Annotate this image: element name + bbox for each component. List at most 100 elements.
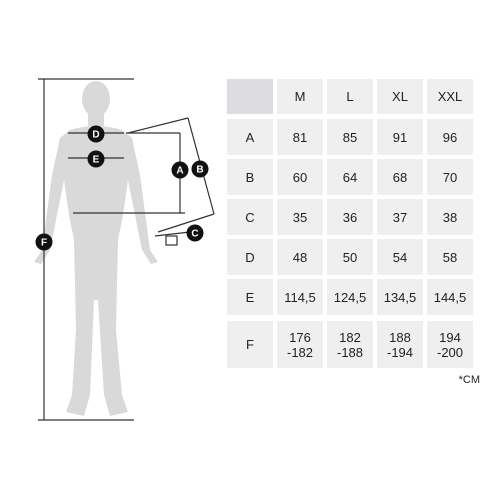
marker-a-badge: A xyxy=(171,161,189,179)
measure-cell: 124,5 xyxy=(327,279,373,315)
measure-value-line: 60 xyxy=(292,169,308,185)
measure-value-line: 58 xyxy=(442,249,458,265)
measure-value-line: 91 xyxy=(392,129,408,145)
marker-c-badge: C xyxy=(186,224,204,242)
size-header-2: L xyxy=(327,79,373,114)
row-label-a: A xyxy=(227,119,273,155)
marker-b-badge: B xyxy=(191,160,209,178)
row-label-f: F xyxy=(227,321,273,368)
measure-value-line: -200 xyxy=(436,344,464,360)
measure-value-line: 114,5 xyxy=(284,289,316,305)
measure-cell: 48 xyxy=(277,239,323,275)
measure-cell: 35 xyxy=(277,199,323,235)
measure-value-line: 144,5 xyxy=(433,289,467,305)
measure-value-line: 48 xyxy=(292,249,308,265)
measure-value-line: -188 xyxy=(336,344,364,360)
measure-value: 54 xyxy=(393,250,407,265)
unit-note: *CM xyxy=(458,374,480,386)
measure-value: 81 xyxy=(293,130,307,145)
svg-text:B: B xyxy=(196,165,203,176)
measure-cell: 54 xyxy=(377,239,423,275)
measure-value-line: 70 xyxy=(442,169,458,185)
svg-text:A: A xyxy=(176,166,183,177)
measure-value: 85 xyxy=(343,130,357,145)
measure-value-line: -182 xyxy=(286,344,314,360)
svg-text:C: C xyxy=(191,229,198,240)
measure-value: 91 xyxy=(393,130,407,145)
measure-value: 35 xyxy=(293,210,307,225)
measure-value-line: 96 xyxy=(442,129,458,145)
measure-cell: 176-182 xyxy=(277,321,323,368)
measure-value-line: 85 xyxy=(342,129,358,145)
row-label-d: D xyxy=(227,239,273,275)
measure-value-line: 68 xyxy=(392,169,408,185)
measure-value: 96 xyxy=(443,130,457,145)
measure-value-line: 36 xyxy=(342,209,358,225)
measure-value: 182-188 xyxy=(337,330,363,360)
row-label-b: B xyxy=(227,159,273,195)
measure-cell: 64 xyxy=(327,159,373,195)
measure-cell: 60 xyxy=(277,159,323,195)
measure-cell: 114,5 xyxy=(277,279,323,315)
measure-value-line: 182 xyxy=(339,329,361,345)
measure-cell: 36 xyxy=(327,199,373,235)
row-label-e: E xyxy=(227,279,273,315)
size-header-3: XL xyxy=(377,79,423,114)
svg-text:F: F xyxy=(41,238,47,249)
measure-cell: 81 xyxy=(277,119,323,155)
measure-value: 176-182 xyxy=(287,330,313,360)
measure-value: 58 xyxy=(443,250,457,265)
measure-value-line: 35 xyxy=(292,209,308,225)
measure-value: 64 xyxy=(343,170,357,185)
measure-value: 144,5 xyxy=(434,290,467,305)
measure-cell: 58 xyxy=(427,239,473,275)
measure-value: 68 xyxy=(393,170,407,185)
measure-value: 124,5 xyxy=(334,290,367,305)
measure-value: 194-200 xyxy=(437,330,463,360)
measure-value-line: 81 xyxy=(292,129,308,145)
marker-e-badge: E xyxy=(87,150,105,168)
measure-value: 48 xyxy=(293,250,307,265)
measure-cell: 85 xyxy=(327,119,373,155)
measure-value: 134,5 xyxy=(384,290,417,305)
measure-value-line: 50 xyxy=(342,249,358,265)
measure-cell: 68 xyxy=(377,159,423,195)
measure-cell: 91 xyxy=(377,119,423,155)
measure-cell: 38 xyxy=(427,199,473,235)
measure-value: 50 xyxy=(343,250,357,265)
measure-value: 114,5 xyxy=(284,290,316,305)
measure-cell: 37 xyxy=(377,199,423,235)
svg-text:E: E xyxy=(93,155,100,166)
row-label-c: C xyxy=(227,199,273,235)
measure-value-line: -194 xyxy=(386,344,414,360)
measure-value: 188-194 xyxy=(387,330,413,360)
measure-value-line: 176 xyxy=(289,329,311,345)
measure-cell: 96 xyxy=(427,119,473,155)
measure-cell: 134,5 xyxy=(377,279,423,315)
table-corner-cell xyxy=(227,79,273,114)
measure-value-line: 54 xyxy=(392,249,408,265)
measure-cell: 50 xyxy=(327,239,373,275)
measure-value-line: 37 xyxy=(392,209,408,225)
measure-value-line: 124,5 xyxy=(333,289,367,305)
mannequin-silhouette xyxy=(34,81,158,416)
marker-d-badge: D xyxy=(87,125,105,143)
measure-value-line: 38 xyxy=(442,209,458,225)
measure-cell: 188-194 xyxy=(377,321,423,368)
measure-value-line: 188 xyxy=(389,329,411,345)
measure-cell: 194-200 xyxy=(427,321,473,368)
svg-text:D: D xyxy=(92,130,99,141)
size-header-1: M xyxy=(277,79,323,114)
measure-value-line: 64 xyxy=(342,169,358,185)
measure-value: 36 xyxy=(343,210,357,225)
marker-f-badge: F xyxy=(35,233,53,251)
measure-value: 70 xyxy=(443,170,457,185)
measure-value: 60 xyxy=(293,170,307,185)
measure-value: 37 xyxy=(393,210,407,225)
cuff-measure xyxy=(154,231,191,246)
size-header-4: XXL xyxy=(427,79,473,114)
measure-value-line: 134,5 xyxy=(383,289,417,305)
measure-value-line: 194 xyxy=(439,329,461,345)
